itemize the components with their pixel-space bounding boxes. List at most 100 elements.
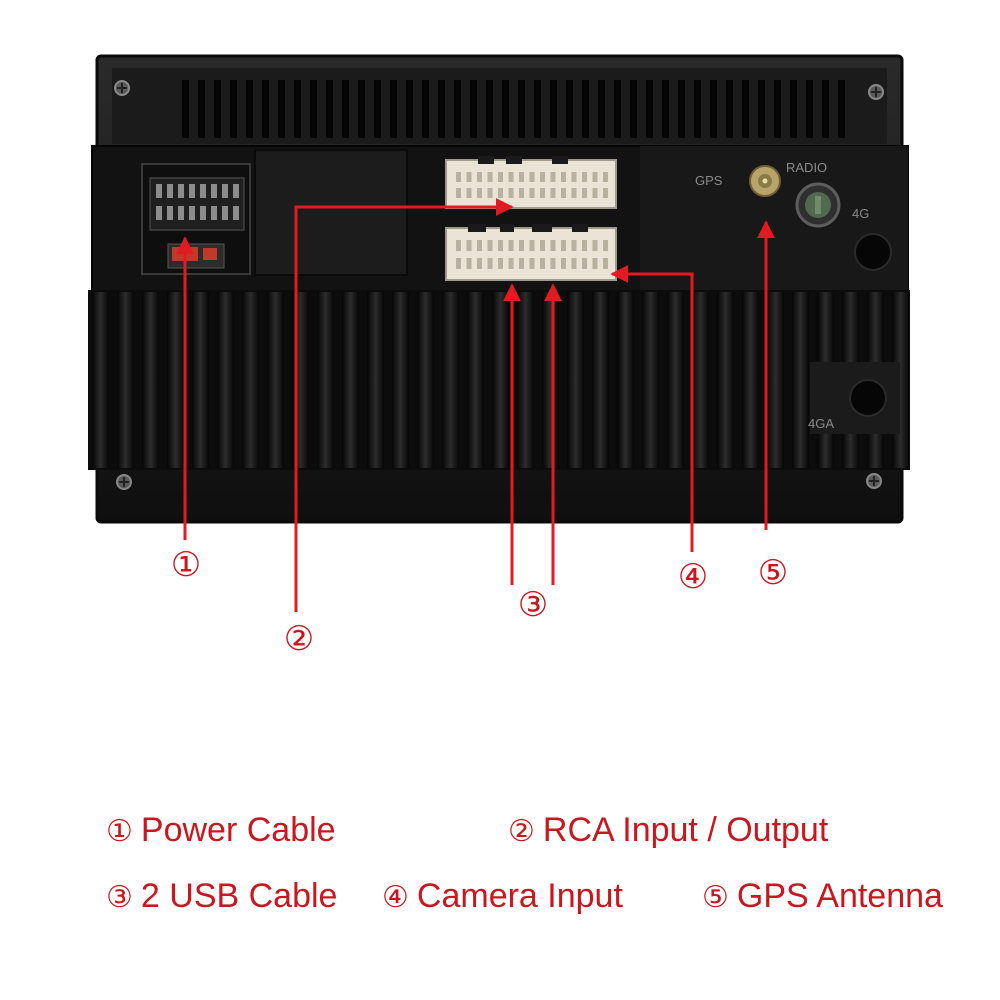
heatsink-fin — [767, 292, 784, 468]
connector-pin — [477, 240, 482, 251]
lte-port-label-a: 4G — [852, 206, 869, 221]
antenna-panel: GPS RADIO 4G 4GA — [695, 160, 892, 431]
legend-label: RCA Input / Output — [542, 811, 829, 849]
connector-pin — [571, 172, 577, 182]
heatsink-fin — [92, 292, 109, 468]
heatsink-fin — [617, 292, 634, 468]
vent-slot — [662, 80, 669, 138]
connector-pin — [200, 184, 206, 198]
top-vent-slots — [182, 80, 845, 138]
connector-pin — [211, 206, 217, 220]
connector-pin — [592, 258, 598, 269]
heatsink-fin — [792, 292, 809, 468]
connector-pin — [189, 184, 195, 198]
heatsink-fin — [167, 292, 184, 468]
connector-pin — [582, 172, 587, 182]
vent-slot — [614, 80, 621, 138]
connector-pin — [519, 240, 524, 251]
leader-rca — [294, 198, 514, 612]
legend-label: Camera Input — [416, 877, 623, 915]
heatsink-fin — [642, 292, 659, 468]
connector-pin — [603, 172, 608, 182]
vent-slot — [326, 80, 333, 138]
connector-pin — [487, 240, 493, 251]
connector-pin — [603, 258, 608, 269]
rca-connector — [445, 156, 617, 209]
usb-camera-connector — [445, 224, 617, 281]
connector-pin — [487, 188, 493, 198]
heatsink-fin — [117, 292, 134, 468]
callout-5: ⑤ — [757, 553, 789, 593]
vent-slot — [390, 80, 397, 138]
connector-pin — [466, 172, 472, 182]
legend-number: ⑤ — [702, 880, 729, 915]
radio-port-label: RADIO — [786, 160, 827, 175]
connector-pin — [189, 206, 195, 220]
vent-slot — [182, 80, 189, 138]
connector-pin — [529, 172, 535, 182]
vent-slot — [534, 80, 541, 138]
connector-pin — [582, 188, 587, 198]
gps-port-label: GPS — [695, 173, 723, 188]
connector-pin — [508, 240, 514, 251]
vent-slot — [630, 80, 637, 138]
legend-label: 2 USB Cable — [140, 877, 338, 915]
connector-pin — [211, 184, 217, 198]
vent-slot — [678, 80, 685, 138]
connector-pin — [466, 258, 472, 269]
screw-bottom-right-icon — [866, 473, 882, 489]
connector-pin — [498, 258, 503, 269]
vent-slot — [566, 80, 573, 138]
heatsink-fin — [442, 292, 459, 468]
connector-pin — [519, 172, 524, 182]
vent-slot — [278, 80, 285, 138]
heatsink-fin — [267, 292, 284, 468]
heatsink-fin — [192, 292, 209, 468]
vent-slot — [822, 80, 829, 138]
connector-pin — [592, 240, 598, 251]
legend-number: ④ — [382, 880, 409, 915]
connector-pin — [167, 206, 173, 220]
connector-pin — [477, 188, 482, 198]
power-connector — [141, 163, 251, 275]
callout-2: ② — [283, 619, 315, 659]
vent-slot — [726, 80, 733, 138]
connector-pin — [561, 240, 566, 251]
connector-pin — [456, 188, 461, 198]
connector-pin — [222, 184, 228, 198]
connector-pin — [561, 172, 566, 182]
connector-pin — [529, 188, 535, 198]
vent-slot — [310, 80, 317, 138]
connector-pin — [571, 258, 577, 269]
screw-top-right-icon — [868, 84, 884, 100]
connector-pin — [603, 188, 608, 198]
connector-pin — [550, 172, 556, 182]
screw-bottom-left-icon — [116, 474, 132, 490]
heatsink-fin — [142, 292, 159, 468]
vent-slot — [438, 80, 445, 138]
vent-slot — [502, 80, 509, 138]
vent-slot — [582, 80, 589, 138]
heatsink-fin — [217, 292, 234, 468]
heatsink-fin — [592, 292, 609, 468]
connector-pin — [456, 258, 461, 269]
connector-pin — [456, 240, 461, 251]
heatsink-fin — [717, 292, 734, 468]
connector-pin — [456, 172, 461, 182]
connector-pin — [178, 206, 184, 220]
connector-pin — [540, 172, 545, 182]
connector-pin — [540, 258, 545, 269]
callout-3: ③ — [517, 585, 549, 625]
connector-pin — [592, 172, 598, 182]
callout-4: ④ — [677, 557, 709, 597]
connector-pin — [466, 240, 472, 251]
vent-slot — [358, 80, 365, 138]
connector-pin — [582, 258, 587, 269]
connector-pin — [508, 258, 514, 269]
connector-pin — [582, 240, 587, 251]
vent-slot — [518, 80, 525, 138]
